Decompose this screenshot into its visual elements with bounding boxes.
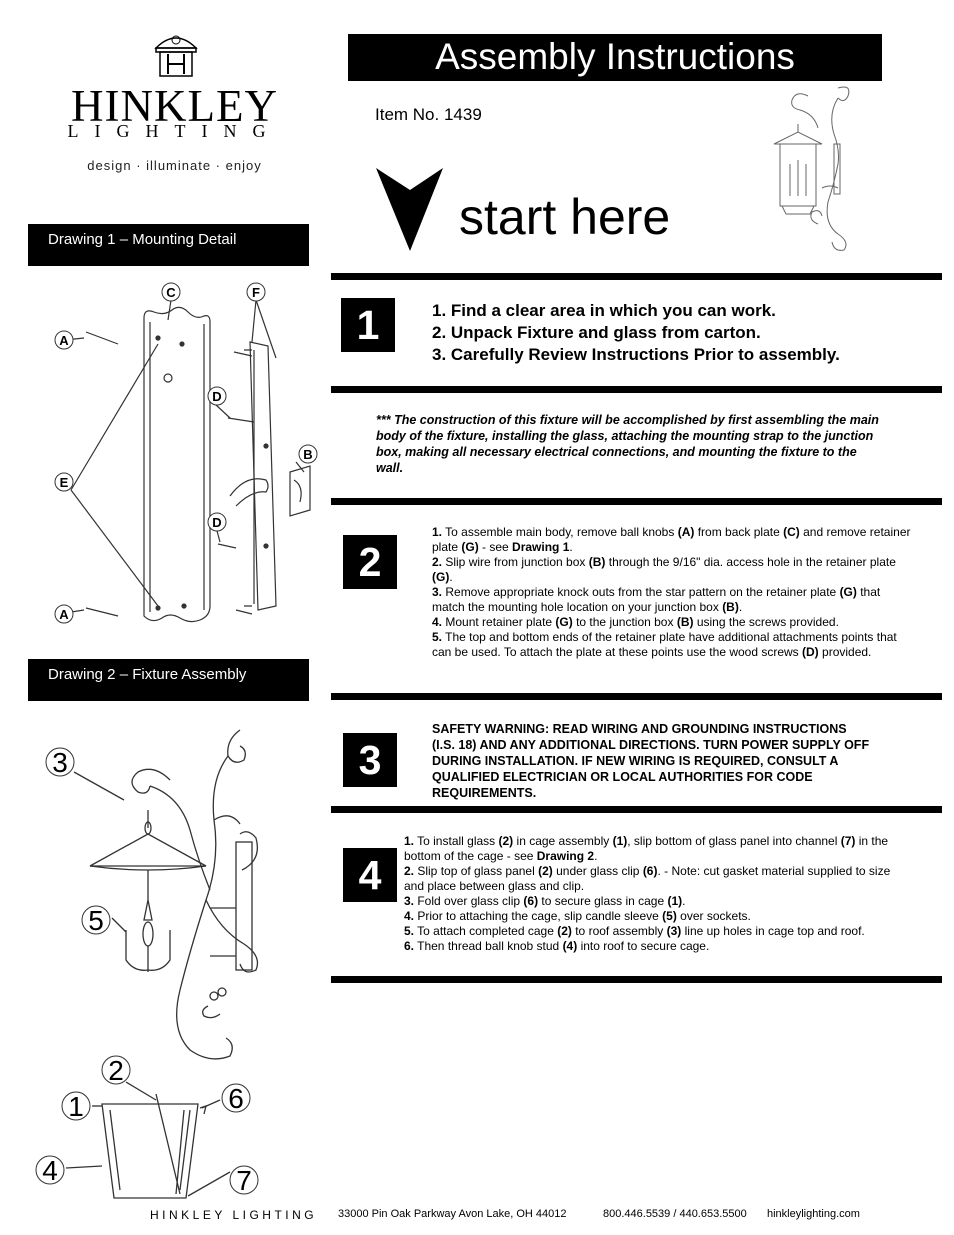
- logo-emblem-icon: [154, 35, 198, 77]
- drawing-2-fixture-assembly: 3 5 2 1 6 4 7: [35, 729, 259, 1199]
- divider: [331, 693, 942, 700]
- list-item: 5. The top and bottom ends of the retain…: [432, 630, 897, 659]
- footer-brand: HINKLEY LIGHTING: [150, 1208, 318, 1222]
- logo-tagline: design · illuminate · enjoy: [87, 158, 262, 173]
- list-item: 5. To attach completed cage (2) to roof …: [404, 924, 865, 938]
- list-item: 3. Fold over glass clip (6) to secure gl…: [404, 894, 686, 908]
- list-item: 3. Remove appropriate knock outs from th…: [432, 585, 881, 614]
- label-a-top: A: [59, 333, 69, 348]
- divider: [331, 498, 942, 505]
- label-a-bottom: A: [59, 607, 69, 622]
- step-4-list: 1. To install glass (2) in cage assembly…: [404, 834, 906, 954]
- list-item: 1. To assemble main body, remove ball kn…: [432, 525, 911, 554]
- logo-name: HINKLEY: [71, 81, 278, 131]
- list-item: 1. Find a clear area in which you can wo…: [432, 301, 776, 320]
- label-6: 6: [228, 1083, 244, 1114]
- divider: [331, 976, 942, 983]
- label-5: 5: [88, 905, 104, 936]
- item-number: Item No. 1439: [375, 105, 482, 124]
- label-7: 7: [236, 1165, 252, 1196]
- safety-warning: SAFETY WARNING: READ WIRING AND GROUNDIN…: [432, 722, 870, 800]
- footer-website: hinkleylighting.com: [767, 1208, 860, 1220]
- logo: [52, 30, 297, 180]
- step-1-badge: 1: [341, 298, 395, 352]
- footer-address: 33000 Pin Oak Parkway Avon Lake, OH 4401…: [338, 1208, 567, 1220]
- fixture-thumbnail: [773, 86, 850, 251]
- label-c: C: [166, 285, 176, 300]
- step-4-badge: 4: [343, 848, 397, 902]
- list-item: 4. Mount retainer plate (G) to the junct…: [432, 615, 839, 629]
- footer-phone: 800.446.5539 / 440.653.5500: [603, 1208, 747, 1220]
- label-1: 1: [68, 1091, 84, 1122]
- step-3-badge: 3: [343, 733, 397, 787]
- step-2-list: 1. To assemble main body, remove ball kn…: [432, 525, 916, 660]
- list-item: 3. Carefully Review Instructions Prior t…: [432, 345, 840, 364]
- list-item: 2. Slip top of glass panel (2) under gla…: [404, 864, 891, 893]
- list-item: 2. Slip wire from junction box (B) throu…: [432, 555, 896, 584]
- down-arrow-icon: [376, 168, 443, 251]
- construction-note: *** The construction of this fixture wil…: [376, 413, 879, 475]
- start-here-text: start here: [459, 189, 671, 245]
- label-f: F: [252, 285, 260, 300]
- label-4: 4: [42, 1155, 58, 1186]
- drawing-1-header: Drawing 1 – Mounting Detail: [28, 224, 309, 266]
- list-item: 2. Unpack Fixture and glass from carton.: [432, 323, 761, 342]
- label-2: 2: [108, 1055, 124, 1086]
- divider: [331, 386, 942, 393]
- drawing-1-mounting-detail: A C F D B E D A: [54, 282, 318, 624]
- label-d-top: D: [212, 389, 221, 404]
- list-item: 1. To install glass (2) in cage assembly…: [404, 834, 889, 863]
- drawing-2-header: Drawing 2 – Fixture Assembly: [28, 659, 309, 701]
- list-item: 4. Prior to attaching the cage, slip can…: [404, 909, 751, 923]
- logo-sub: LIGHTING: [67, 121, 282, 141]
- step-2-badge: 2: [343, 535, 397, 589]
- divider: [331, 273, 942, 280]
- step-1-list: 1. Find a clear area in which you can wo…: [432, 300, 840, 366]
- label-3: 3: [52, 747, 68, 778]
- label-e: E: [60, 475, 69, 490]
- label-d-bottom: D: [212, 515, 221, 530]
- divider: [331, 806, 942, 813]
- page-title: Assembly Instructions: [348, 34, 882, 81]
- list-item: 6. Then thread ball knob stud (4) into r…: [404, 939, 710, 953]
- label-b: B: [303, 447, 312, 462]
